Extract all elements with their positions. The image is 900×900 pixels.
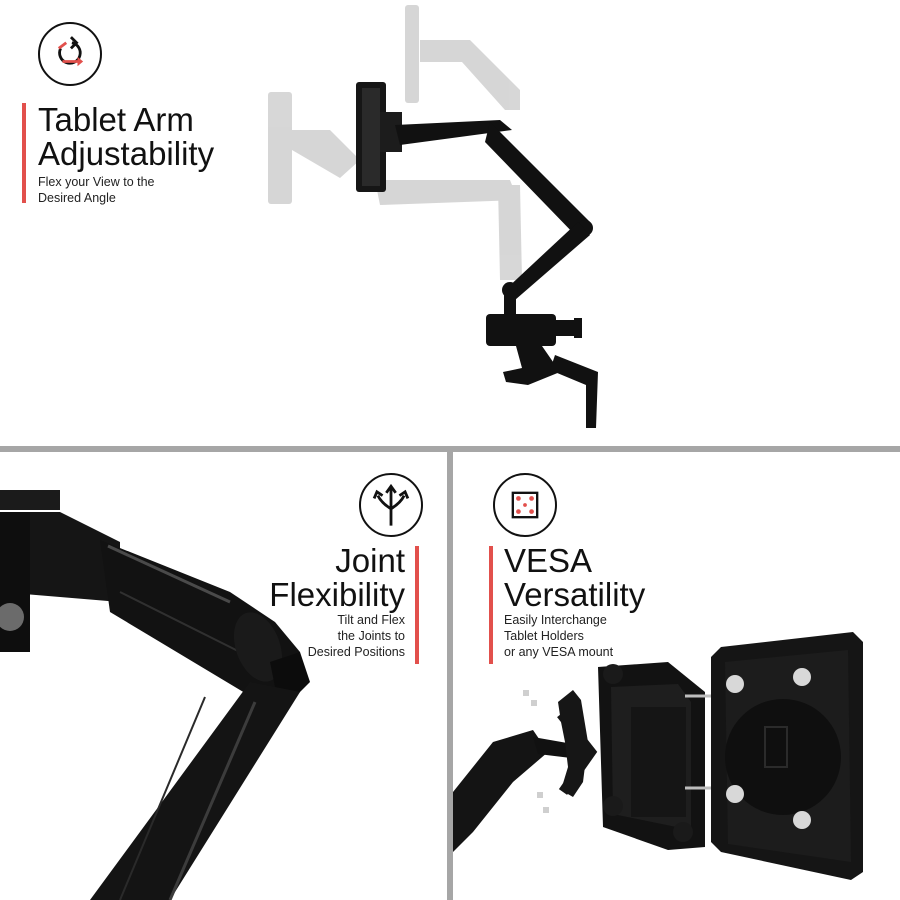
vesa-pattern-icon — [493, 473, 557, 537]
tablet-arm-illustration — [268, 5, 598, 428]
panel-joint-flexibility: Joint Flexibility Tilt and Flex the Join… — [0, 452, 447, 900]
vertical-divider — [447, 446, 453, 900]
section-title: Joint Flexibility — [269, 542, 405, 613]
accent-bar — [22, 103, 26, 203]
section-title: VESA Versatility — [504, 542, 646, 613]
section-subtitle: Flex your View to the Desired Angle — [38, 175, 155, 205]
accent-bar — [489, 546, 493, 664]
arm-joint-closeup — [0, 490, 310, 900]
panel-vesa-versatility: VESA Versatility Easily Interchange Tabl… — [453, 452, 900, 900]
vesa-exploded-illustration — [453, 632, 863, 880]
split-arrows-icon — [359, 473, 423, 537]
panel-arm-adjustability: Tablet Arm Adjustability Flex your View … — [0, 0, 900, 446]
accent-bar — [415, 546, 419, 664]
section-subtitle: Easily Interchange Tablet Holders or any… — [504, 613, 614, 659]
section-subtitle: Tilt and Flex the Joints to Desired Posi… — [307, 613, 405, 659]
rotate-arrow-icon — [38, 22, 102, 86]
section-title: Tablet Arm Adjustability — [38, 101, 215, 172]
